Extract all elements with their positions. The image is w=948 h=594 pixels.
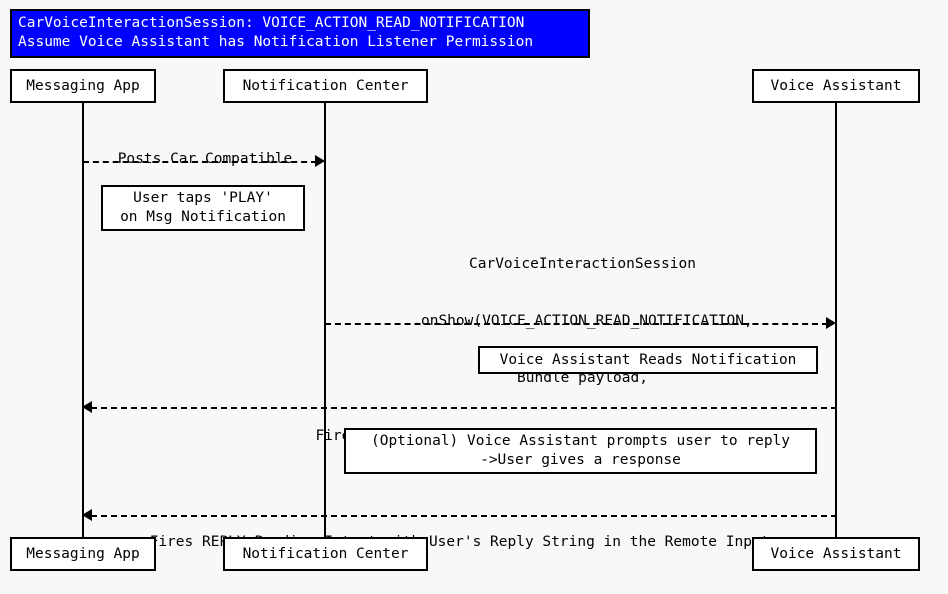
participant-top-voice-assistant[interactable]: Voice Assistant [752, 69, 920, 103]
note-assistant-reads: Voice Assistant Reads Notification [478, 346, 818, 374]
note-assistant-reads-line-1: Voice Assistant Reads Notification [499, 351, 797, 368]
note-optional-reply-prompt-line-2: ->User gives a response [480, 452, 681, 468]
lifeline-notification-center [324, 103, 326, 537]
participant-bottom-voice-assistant-label: Voice Assistant [770, 546, 902, 562]
diagram-title-line-1: CarVoiceInteractionSession: VOICE_ACTION… [18, 15, 525, 31]
message-arrowhead-mark-as-read [82, 401, 92, 413]
note-user-taps-play-line-1: User taps 'PLAY' [133, 190, 273, 206]
lifeline-messaging-app [82, 103, 84, 537]
note-optional-reply-prompt: (Optional) Voice Assistant prompts user … [344, 428, 817, 474]
message-arrowhead-on-show [826, 317, 836, 329]
participant-bottom-messaging-app-label: Messaging App [26, 546, 140, 562]
participant-bottom-notification-center[interactable]: Notification Center [223, 537, 428, 571]
message-arrow-mark-as-read [91, 407, 837, 409]
participant-top-notification-center-label: Notification Center [242, 78, 409, 94]
note-user-taps-play: User taps 'PLAY' on Msg Notification [101, 185, 305, 231]
participant-top-messaging-app[interactable]: Messaging App [10, 69, 156, 103]
message-arrowhead-post-notification [315, 155, 325, 167]
message-label-on-show-line-2: .onShow(VOICE_ACTION_READ_NOTIFICATION, [412, 313, 753, 329]
message-arrow-post-notification [83, 161, 317, 163]
participant-bottom-messaging-app[interactable]: Messaging App [10, 537, 156, 571]
participant-bottom-notification-center-label: Notification Center [242, 546, 409, 562]
message-arrowhead-reply-intent [82, 509, 92, 521]
message-label-on-show-line-3: Bundle payload, [517, 370, 648, 386]
diagram-title-block: CarVoiceInteractionSession: VOICE_ACTION… [10, 9, 590, 58]
lifeline-voice-assistant [835, 103, 837, 537]
participant-top-notification-center[interactable]: Notification Center [223, 69, 428, 103]
message-label-on-show-line-1: CarVoiceInteractionSession [469, 256, 696, 272]
participant-top-messaging-app-label: Messaging App [26, 78, 140, 94]
participant-top-voice-assistant-label: Voice Assistant [770, 78, 902, 94]
message-arrow-reply-intent [91, 515, 837, 517]
message-label-post-notification-line-1: Posts Car Compatible [117, 151, 293, 167]
participant-bottom-voice-assistant[interactable]: Voice Assistant [752, 537, 920, 571]
message-label-reply-intent-line-1: Fires REPLY Pending Intent with User's R… [149, 534, 770, 550]
message-arrow-on-show [325, 323, 828, 325]
message-label-reply-intent: Fires REPLY Pending Intent with User's R… [83, 495, 836, 590]
note-user-taps-play-line-2: on Msg Notification [120, 209, 286, 225]
note-optional-reply-prompt-line-1: (Optional) Voice Assistant prompts user … [370, 433, 791, 449]
diagram-title-line-2: Assume Voice Assistant has Notification … [18, 34, 534, 50]
